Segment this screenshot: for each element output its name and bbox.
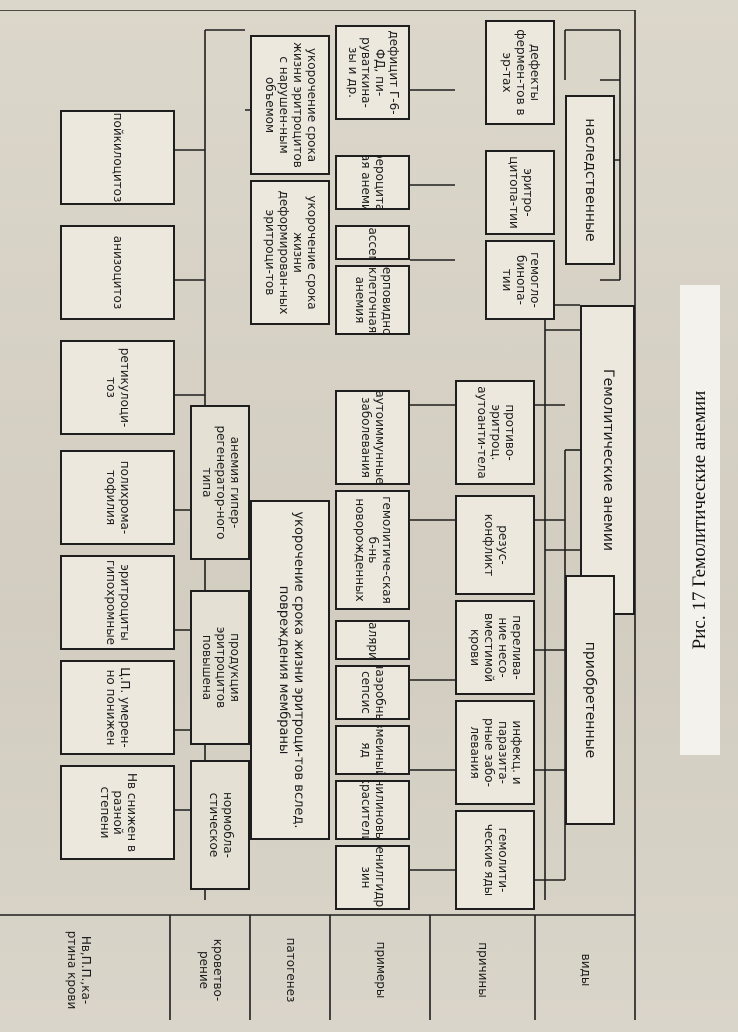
blood-ci: Ц.П. умерен-но понижен xyxy=(60,660,175,755)
cause-transfusion: перелива-ние несо-вместимой крови xyxy=(455,600,535,695)
pathogenesis-volume: укорочение срока жизни эритроцитов с нар… xyxy=(250,35,330,175)
cause-hemoglobinopathies: гемогло-бинопа-тии xyxy=(485,240,555,320)
cause-infections: инфекц. и паразита-рные забо-левания xyxy=(455,700,535,805)
blood-hypochromia: эритроциты гипохромные xyxy=(60,555,175,650)
cause-rhesus: резус-конфликт xyxy=(455,495,535,595)
hematopoiesis-hyperregenerative: анемия гипер-регенератор-ного типа xyxy=(190,405,250,560)
example-phenylhydrazine: фенилгидра-зин xyxy=(335,845,410,910)
blood-reticulocytosis: ретикулоци-тоз xyxy=(60,340,175,435)
example-malaria: малярия xyxy=(335,620,410,660)
cause-erythrocytopathies: эритро-цитопа-тии xyxy=(485,150,555,235)
example-snake-venom: змеиный яд xyxy=(335,725,410,775)
blood-poikilocytosis: пойкилоцитоз xyxy=(60,110,175,205)
row-label-examples: примеры xyxy=(373,941,388,999)
example-hdn: гемолитиче-ская б-нь новорожденных xyxy=(335,490,410,610)
row-label-hematopoiesis: кроветво-рение xyxy=(197,938,225,1002)
example-thalassemia: талассемия xyxy=(335,225,410,260)
type-hereditary: наследственные xyxy=(565,95,615,265)
figure-caption: Рис. 17 Гемолитические анемии xyxy=(689,390,710,650)
example-autoimmune: аутоиммунные заболевания xyxy=(335,390,410,485)
cause-antibodies: противо-эритроц. аутоанти-тела xyxy=(455,380,535,485)
cause-hemolytic-poisons: гемолити-ческие яды xyxy=(455,810,535,910)
row-label-pathogenesis: патогенез xyxy=(283,937,298,1003)
pathogenesis-deformed: укорочение срока жизни деформирован-ных … xyxy=(250,180,330,325)
example-anaerobic-sepsis: анаэробный сепсис xyxy=(335,665,410,720)
cause-enzyme-defects: дефекты фермен-тов в эр-тах xyxy=(485,20,555,125)
hematopoiesis-increased: продукция эритроцитов повышена xyxy=(190,590,250,745)
pathogenesis-membrane: укорочение срока жизни эритроци-тов всле… xyxy=(250,500,330,840)
blood-hb: Нв снижен в разной степени xyxy=(60,765,175,860)
diagram-canvas: виды причины примеры патогенез кроветво-… xyxy=(0,10,675,1020)
caption-panel xyxy=(680,285,720,755)
row-label-causes: причины xyxy=(475,942,490,998)
row-label-blood-picture: Нв,П.П.,ка-ртина крови xyxy=(65,930,93,1010)
type-acquired: приобретенные xyxy=(565,575,615,825)
root-node: Гемолитические анемии xyxy=(580,305,635,615)
blood-anisocytosis: анизоцитоз xyxy=(60,225,175,320)
example-spherocytic: сфероцитар-ная анемия xyxy=(335,155,410,210)
example-g6pd: дефицит Г-6-ФД, пи-руваткина-зы и др. xyxy=(335,25,410,120)
blood-polychromatophilia: полихрома-тофилия xyxy=(60,450,175,545)
row-label-types: виды xyxy=(578,953,593,987)
example-sickle-cell: серповидно-клеточная анемия xyxy=(335,265,410,335)
example-aniline-dyes: анилиновые красители xyxy=(335,780,410,840)
hematopoiesis-normoblastic: нормобла-стическое xyxy=(190,760,250,890)
